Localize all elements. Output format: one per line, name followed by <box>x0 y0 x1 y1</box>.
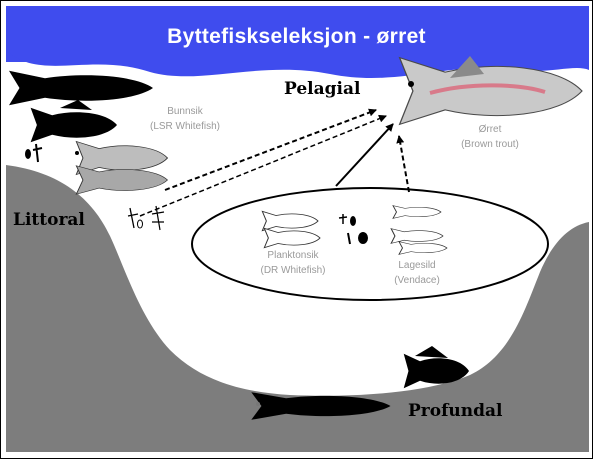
species-label-vendace: Lagesild (Vendace) <box>382 258 452 288</box>
zone-label-littoral: Littoral <box>13 210 85 230</box>
species-english-name: (LSR Whitefish) <box>140 119 230 134</box>
species-name: Ørret <box>440 122 540 137</box>
species-label-trout: Ørret (Brown trout) <box>440 122 540 152</box>
species-english-name: (Brown trout) <box>440 137 540 152</box>
diagram-title: Byttefiskseleksjon - ørret <box>0 25 593 49</box>
species-label-planktonic-whitefish: Planktonsik (DR Whitefish) <box>248 248 338 278</box>
species-english-name: (Vendace) <box>382 273 452 288</box>
species-name: Planktonsik <box>248 248 338 263</box>
zone-label-profundal: Profundal <box>408 401 502 421</box>
species-name: Lagesild <box>382 258 452 273</box>
species-english-name: (DR Whitefish) <box>248 263 338 278</box>
zone-label-pelagial: Pelagial <box>284 79 360 99</box>
species-name: Bunnsik <box>140 104 230 119</box>
species-label-benthic-whitefish: Bunnsik (LSR Whitefish) <box>140 104 230 134</box>
